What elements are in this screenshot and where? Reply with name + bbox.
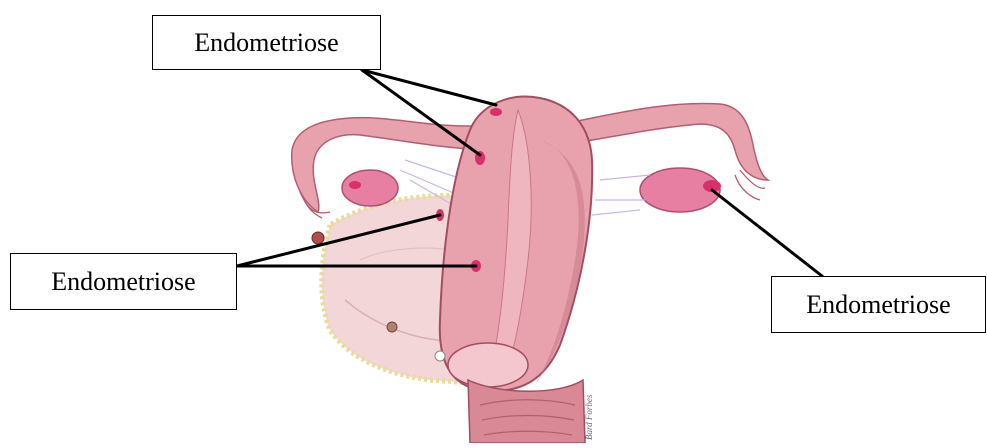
peritoneal-nodule-1	[312, 232, 324, 244]
endometriose-label-left: Endometriose	[10, 253, 237, 310]
left-ovary	[342, 170, 398, 206]
uterus-lesion-top	[490, 108, 502, 116]
vagina-canal	[468, 380, 585, 443]
endometriose-label-top: Endometriose	[152, 15, 381, 70]
peritoneal-nodule-3	[435, 351, 445, 361]
endometriose-label-right: Endometriose	[771, 276, 986, 333]
artist-signature: Bard Forbes	[584, 394, 594, 440]
left-ovary-lesion	[349, 181, 361, 189]
pointer-top-1	[362, 70, 496, 105]
pointer-right	[712, 190, 822, 276]
peritoneal-nodule-2	[387, 322, 397, 332]
cervix	[448, 343, 528, 387]
